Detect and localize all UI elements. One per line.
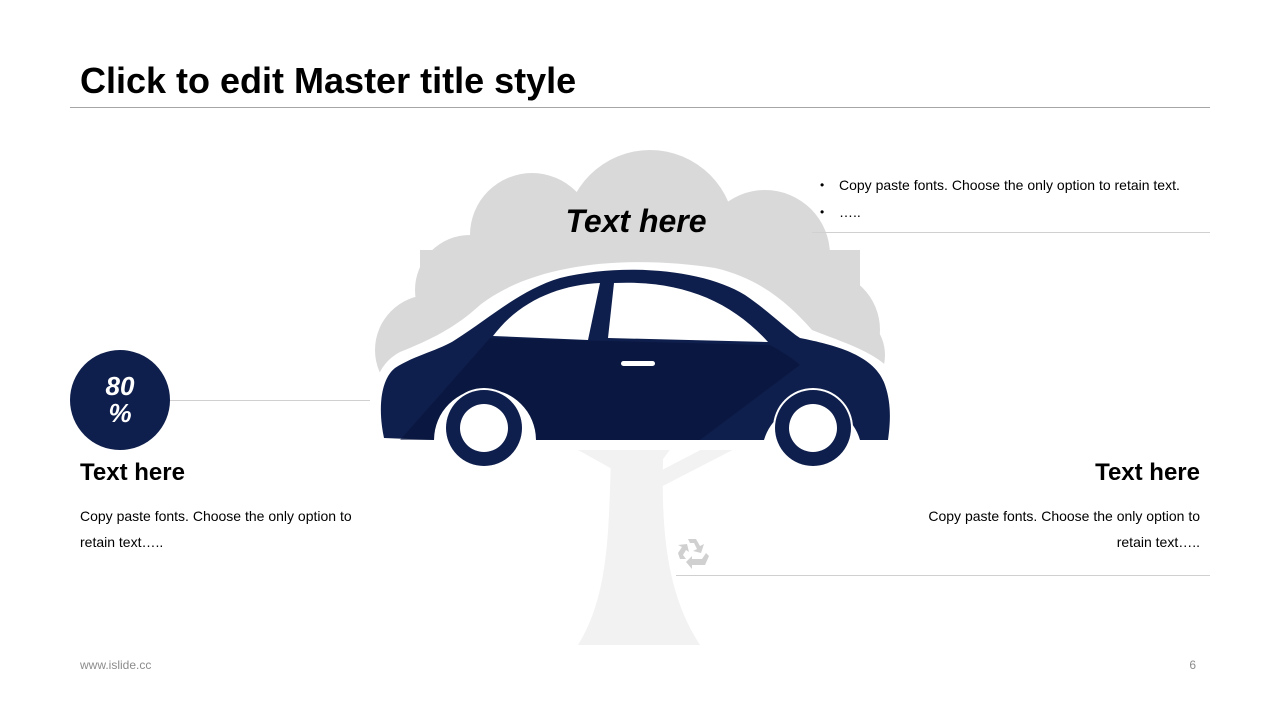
car-illustration: [380, 269, 890, 468]
top-right-divider: [812, 232, 1210, 233]
page-number: 6: [1189, 658, 1196, 672]
right-heading[interactable]: Text here: [1095, 459, 1200, 486]
bullet-item[interactable]: …..: [820, 199, 1180, 226]
left-heading[interactable]: Text here: [80, 459, 185, 486]
recycle-icon: [678, 539, 709, 569]
cloud-label[interactable]: Text here: [565, 203, 707, 239]
bottom-right-divider: [676, 575, 1210, 576]
badge-value[interactable]: 80 %: [105, 371, 135, 428]
left-body-text[interactable]: Copy paste fonts. Choose the only option…: [80, 508, 352, 550]
bullet-list: Copy paste fonts. Choose the only option…: [820, 172, 1180, 226]
bullet-item[interactable]: Copy paste fonts. Choose the only option…: [820, 172, 1180, 199]
slide-title[interactable]: Click to edit Master title style: [80, 60, 577, 101]
footer-website: www.islide.cc: [80, 658, 152, 672]
right-body-text[interactable]: Copy paste fonts. Choose the only option…: [928, 508, 1200, 550]
badge-connector-line: [168, 400, 370, 401]
tree-illustration: [560, 432, 748, 645]
percentage-badge: 80 %: [70, 350, 170, 450]
title-divider: [70, 107, 1210, 108]
